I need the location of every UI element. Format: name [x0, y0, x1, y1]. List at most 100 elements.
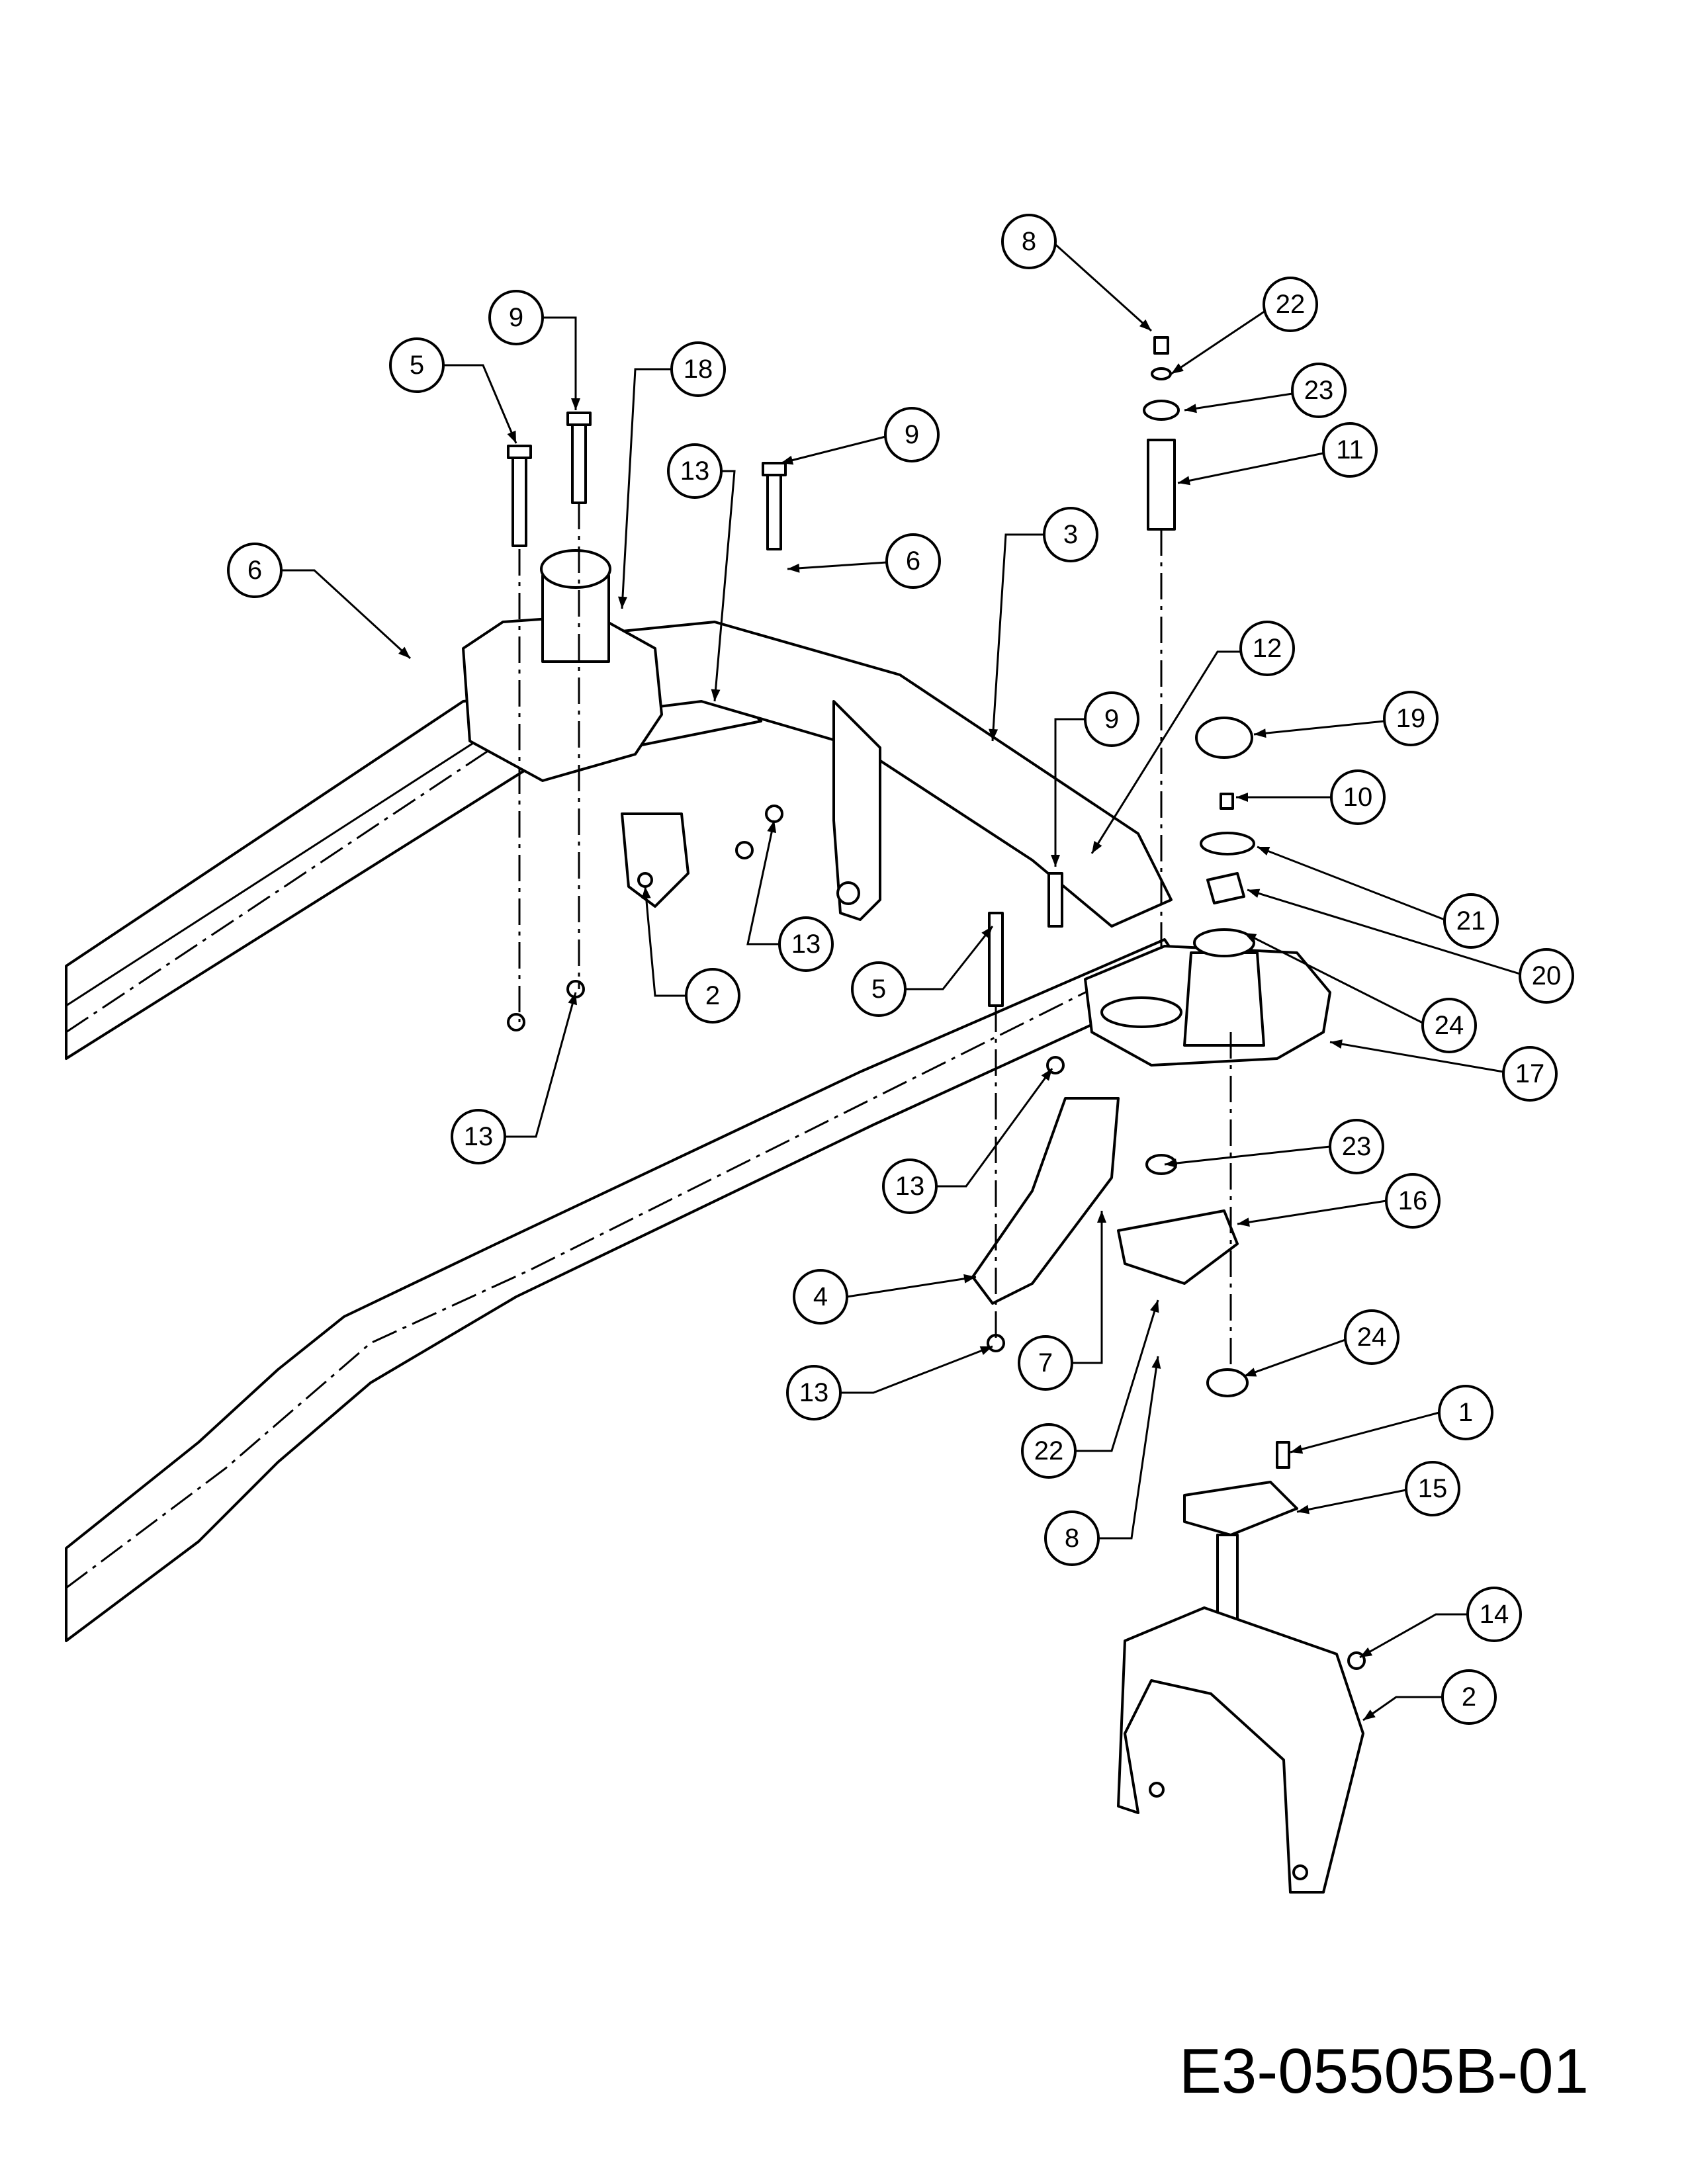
arrowhead	[1257, 846, 1270, 856]
leader-line	[1359, 1613, 1468, 1659]
leader-line	[780, 435, 886, 464]
callout-label: 12	[1253, 634, 1282, 663]
callout-label: 23	[1342, 1132, 1372, 1161]
arrowhead	[507, 430, 516, 443]
leader-line	[644, 886, 686, 997]
arrowhead	[1171, 363, 1184, 374]
leader-line	[1257, 846, 1445, 921]
bolt	[1047, 872, 1063, 928]
callout-circle	[1330, 769, 1386, 825]
arrowhead	[1297, 1505, 1310, 1514]
callout-label: 24	[1357, 1323, 1387, 1352]
leader-line	[1054, 718, 1085, 867]
arrowhead	[1097, 1211, 1106, 1223]
callout-circle	[1441, 1669, 1497, 1725]
arrowhead	[787, 563, 800, 573]
callout-circle	[1443, 893, 1499, 949]
callout-label: 3	[1063, 520, 1078, 549]
callout-circle	[1322, 422, 1378, 478]
leader-line	[1253, 720, 1385, 736]
callout-label: 23	[1304, 376, 1334, 405]
callout-label: 4	[813, 1282, 828, 1311]
callout-circle	[884, 407, 940, 462]
cross-member	[581, 621, 1173, 928]
callout-label: 13	[895, 1172, 925, 1201]
callout-circle	[786, 1365, 842, 1420]
sector-gear-15	[1183, 1481, 1298, 1536]
callout-label: 18	[684, 355, 713, 384]
leader-line	[543, 316, 577, 410]
arrowhead	[979, 1346, 993, 1356]
arrowhead	[981, 926, 993, 939]
callout-11: 11	[1177, 422, 1378, 486]
callout-circle	[1466, 1587, 1522, 1642]
callout-23: 23	[1164, 1119, 1384, 1174]
callout-label: 15	[1418, 1474, 1448, 1503]
callout-6: 6	[227, 543, 412, 660]
callout-circle	[227, 543, 283, 598]
callout-18: 18	[618, 341, 726, 609]
leader-line	[1171, 310, 1266, 375]
callout-label: 19	[1396, 704, 1426, 733]
callout-circle	[1263, 277, 1318, 332]
callout-13: 13	[882, 1068, 1053, 1214]
arrowhead	[1236, 793, 1248, 802]
leader-line	[1362, 1696, 1443, 1722]
nut	[735, 841, 754, 859]
leader-line	[840, 1345, 993, 1394]
callout-9: 9	[1051, 691, 1139, 867]
arrowhead	[1237, 1217, 1250, 1227]
callout-21: 21	[1257, 846, 1499, 949]
arrowhead	[963, 1274, 976, 1284]
arrowhead	[1360, 1647, 1373, 1657]
callout-10: 10	[1236, 769, 1386, 825]
callout-label: 16	[1398, 1186, 1428, 1215]
callout-circle	[1385, 1173, 1441, 1229]
leader-line	[846, 1276, 977, 1298]
bolt	[571, 422, 587, 504]
callout-1: 1	[1290, 1385, 1493, 1454]
callout-circle	[793, 1269, 848, 1325]
callout-14: 14	[1359, 1587, 1522, 1659]
callout-9: 9	[488, 290, 580, 410]
callout-circle	[1001, 214, 1057, 269]
callout-circle	[882, 1158, 938, 1214]
callout-circle	[1084, 691, 1139, 747]
callout-label: 14	[1480, 1600, 1509, 1629]
leader-line	[746, 820, 779, 945]
callout-19: 19	[1253, 691, 1439, 746]
callout-13: 13	[667, 443, 736, 702]
lower-bracket-right	[1117, 1606, 1364, 1894]
callout-label: 5	[410, 351, 424, 380]
callout-label: 9	[509, 303, 523, 332]
bolt	[766, 472, 782, 550]
arrowhead	[1290, 1444, 1304, 1454]
lower-bracket-left	[621, 812, 689, 908]
callout-24: 24	[1243, 1309, 1399, 1377]
arrowhead	[618, 596, 627, 609]
callout-2: 2	[1362, 1669, 1497, 1725]
callout-label: 17	[1515, 1059, 1545, 1088]
callout-4: 4	[793, 1269, 977, 1325]
frame-rail-left	[65, 674, 762, 1060]
callout-label: 8	[1022, 227, 1036, 256]
arrowhead	[1165, 1158, 1177, 1168]
callout-label: 22	[1276, 290, 1306, 319]
arrowhead	[1184, 404, 1197, 414]
leader-line	[1177, 452, 1324, 484]
arrowhead	[1244, 1368, 1257, 1377]
bolt	[511, 455, 527, 547]
leader-line	[787, 561, 887, 570]
callout-3: 3	[989, 507, 1098, 742]
arrowhead	[1247, 889, 1261, 898]
callout-circle	[778, 916, 834, 972]
callout-5: 5	[389, 337, 517, 444]
spacer-tube	[1147, 439, 1176, 531]
callout-label: 8	[1065, 1524, 1079, 1553]
arrowhead	[1151, 1356, 1161, 1369]
arrowhead	[1041, 1069, 1052, 1081]
callout-circle	[488, 290, 544, 345]
callout-label: 11	[1336, 435, 1364, 464]
callout-8: 8	[1001, 214, 1153, 332]
